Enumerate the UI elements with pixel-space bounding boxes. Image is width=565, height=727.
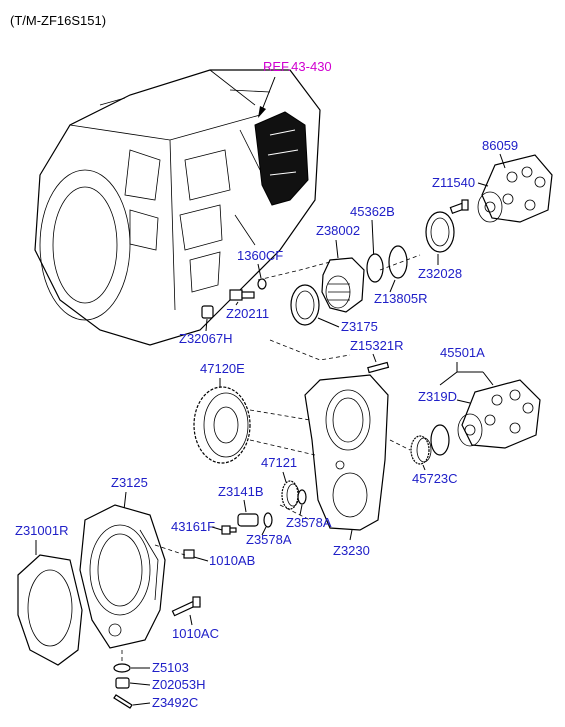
bolt-z20211 — [229, 289, 255, 301]
oring-z13805r — [388, 245, 408, 279]
label-z31001r: Z31001R — [15, 523, 68, 538]
transmission-case-illustration — [34, 69, 321, 346]
label-z3175: Z3175 — [341, 319, 378, 334]
label-z3578a-right: Z3578A — [286, 515, 332, 530]
washer-1360cf — [257, 278, 267, 290]
gear-45723c — [410, 435, 432, 465]
label-1010ac: 1010AC — [172, 626, 219, 641]
label-z20211: Z20211 — [226, 306, 269, 321]
pto-pump-45501a — [457, 379, 541, 449]
label-z3125: Z3125 — [111, 475, 148, 490]
gasket-45362b — [366, 253, 384, 283]
label-z13805r: Z13805R — [374, 291, 427, 306]
label-1010ab: 1010AB — [209, 553, 255, 568]
gear-47120e — [193, 386, 251, 464]
label-z32028: Z32028 — [418, 266, 462, 281]
bolt-z11540 — [449, 199, 469, 214]
label-1360cf: 1360CF — [237, 248, 283, 263]
gear-47121 — [281, 480, 300, 510]
washer-z3578a-right — [297, 489, 307, 505]
washer-z5103 — [113, 663, 131, 673]
label-86059: 86059 — [482, 138, 518, 153]
pto-pump-86059 — [477, 154, 553, 223]
label-z11540: Z11540 — [432, 175, 475, 190]
pin-z3492c — [113, 694, 133, 709]
oring-z319d — [430, 424, 450, 456]
seal-z3175 — [290, 284, 320, 326]
bolt-1010ab — [183, 549, 195, 559]
label-47120e: 47120E — [200, 361, 245, 376]
label-45723c: 45723C — [412, 471, 458, 486]
gasket-z31001r — [17, 554, 83, 666]
cover-z3230 — [304, 374, 389, 531]
label-z3492c: Z3492C — [152, 695, 198, 710]
bolt-43161f — [221, 525, 237, 535]
bolt-1010ac — [171, 596, 201, 617]
washer-z3578a-left — [263, 512, 273, 528]
model-title: (T/M-ZF16S151) — [10, 13, 106, 28]
shaft-z3141b — [237, 513, 259, 527]
label-z32067h: Z32067H — [179, 331, 232, 346]
bolt-z15321r — [367, 361, 390, 374]
plug-z32067h — [201, 305, 214, 319]
label-z38002: Z38002 — [316, 223, 360, 238]
label-z3578a-left: Z3578A — [246, 532, 292, 547]
label-47121: 47121 — [261, 455, 297, 470]
label-45501a: 45501A — [440, 345, 485, 360]
label-43161f: 43161F — [171, 519, 215, 534]
label-z15321r: Z15321R — [350, 338, 403, 353]
label-z3141b: Z3141B — [218, 484, 264, 499]
label-45362b: 45362B — [350, 204, 395, 219]
cover-plate-z32028 — [425, 211, 455, 253]
flange-z38002 — [321, 257, 365, 313]
label-z3230: Z3230 — [333, 543, 370, 558]
ref-label: REF.43-430 — [263, 59, 332, 74]
housing-z3125 — [79, 504, 166, 649]
label-z02053h: Z02053H — [152, 677, 205, 692]
label-z319d: Z319D — [418, 389, 457, 404]
plug-z02053h — [115, 677, 130, 689]
label-z5103: Z5103 — [152, 660, 189, 675]
